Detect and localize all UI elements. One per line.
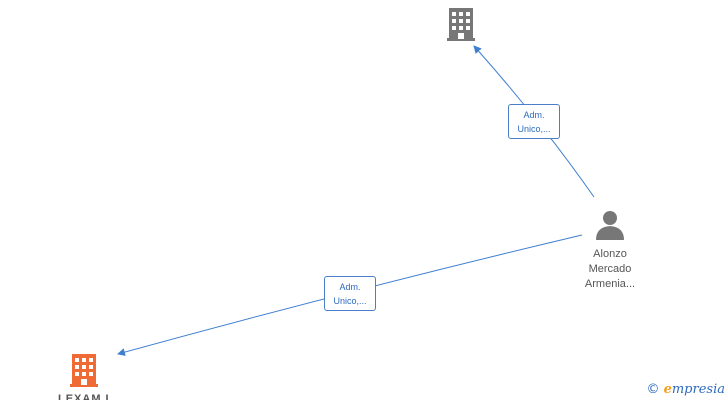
edge-label-line: Unico,...: [333, 296, 367, 306]
brand-name: mpresia: [671, 382, 725, 397]
brand-initial: e: [663, 382, 672, 397]
person-name-line: Alonzo: [593, 248, 627, 260]
person-name[interactable]: Alonzo Mercado Armenia...: [570, 247, 650, 292]
edge-label-top[interactable]: Adm. Unico,...: [508, 104, 560, 139]
copyright-symbol: ©: [646, 382, 660, 397]
edge-label-line: Adm.: [523, 110, 545, 120]
edge-label-line: Adm.: [339, 282, 361, 292]
building-icon[interactable]: [447, 8, 475, 41]
edge-label-line: Unico,...: [517, 124, 551, 134]
empresia-watermark: © empresia: [646, 382, 725, 397]
edge-label-bottom[interactable]: Adm. Unico,...: [324, 276, 376, 311]
person-name-line: Mercado: [588, 263, 632, 275]
person-name-line: Armenia...: [584, 278, 636, 290]
building-icon[interactable]: [70, 354, 98, 387]
company-name[interactable]: LEXAM I: [58, 393, 110, 400]
person-icon[interactable]: [596, 211, 624, 240]
